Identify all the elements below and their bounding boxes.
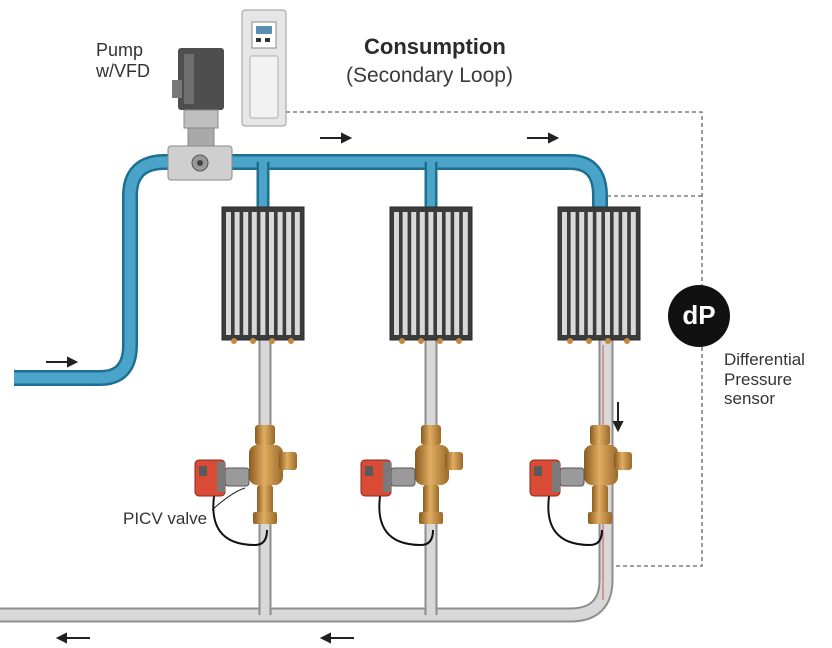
picv-valve — [360, 425, 463, 547]
return-pipe — [0, 340, 614, 623]
radiator — [221, 206, 305, 344]
supply-pipe — [14, 154, 608, 386]
radiator — [389, 206, 473, 344]
pump-label-line1: Pump — [96, 40, 144, 60]
page-subtitle: (Secondary Loop) — [346, 64, 513, 87]
control-signal-lines — [286, 111, 703, 567]
picv-valve — [194, 425, 297, 547]
sensor-label-line1: Differential — [724, 350, 805, 369]
pump — [167, 48, 233, 181]
page-title: Consumption — [364, 34, 506, 59]
picv-valve-label: PICV valve — [123, 509, 208, 528]
pump-label: Pump w/VFD — [96, 40, 150, 81]
picv-pointer — [211, 487, 246, 511]
radiator — [557, 206, 641, 344]
sensor-label-line3: sensor — [724, 389, 776, 409]
dp-sensor-badge: dP — [668, 285, 730, 347]
pump-label-line2: w/VFD — [96, 60, 150, 81]
flow-arrows — [46, 132, 624, 644]
vfd-drive — [241, 9, 287, 127]
picv-valve — [529, 425, 632, 547]
sensor-label-line2: Pressure — [724, 369, 793, 389]
sensor-label: Differential Pressure sensor — [724, 350, 805, 409]
